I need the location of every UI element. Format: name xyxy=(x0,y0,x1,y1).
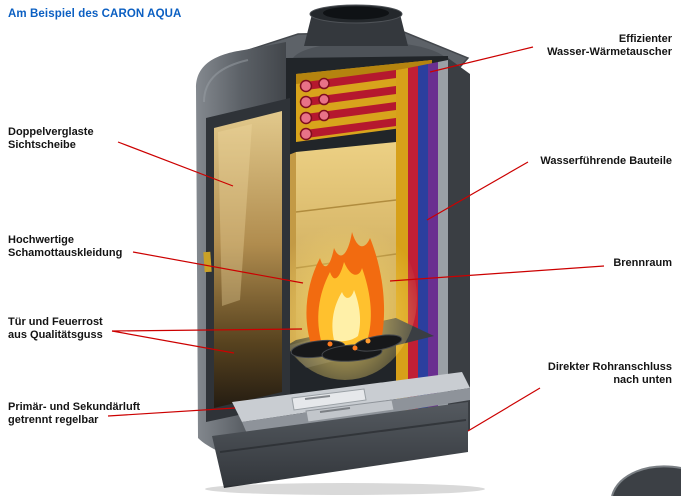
callout-line-wasserfuehrend xyxy=(426,161,529,221)
air-control-plates xyxy=(291,388,395,423)
callout-line-rohranschluss xyxy=(467,387,541,432)
flue-collar xyxy=(304,4,408,46)
callout-line-schamott xyxy=(132,251,304,284)
logs xyxy=(290,334,403,362)
callout-line-tuer-feuerrost-b xyxy=(111,330,235,354)
stove-base xyxy=(205,372,485,495)
label-rohranschluss: Direkter Rohranschluss nach unten xyxy=(547,361,672,387)
diagram-title: Am Beispiel des CARON AQUA xyxy=(8,8,182,20)
callout-line-waermetauscher xyxy=(429,46,534,73)
corner-object xyxy=(611,465,681,496)
callout-line-primaerluft xyxy=(107,407,236,417)
label-doppelverglaste-sichtscheibe: Doppelverglaste Sichtscheibe xyxy=(8,126,94,152)
callout-line-brennraum xyxy=(389,265,605,282)
label-brennraum: Brennraum xyxy=(613,257,672,269)
stove-right-side xyxy=(448,58,470,446)
callout-line-sichtscheibe xyxy=(117,141,234,187)
callout-line-tuer-feuerrost-a xyxy=(111,328,303,332)
label-tuer-feuerrost: Tür und Feuerrost aus Qualitätsguss xyxy=(8,316,103,342)
label-waermetauscher: Effizienter Wasser-Wärmetauscher xyxy=(547,33,672,59)
label-schamottauskleidung: Hochwertige Schamottauskleidung xyxy=(8,234,123,260)
label-wasserfuehrende-bauteile: Wasserführende Bauteile xyxy=(540,155,672,167)
label-primaer-sekundaerluft: Primär- und Sekundärluft getrennt regelb… xyxy=(8,401,141,427)
